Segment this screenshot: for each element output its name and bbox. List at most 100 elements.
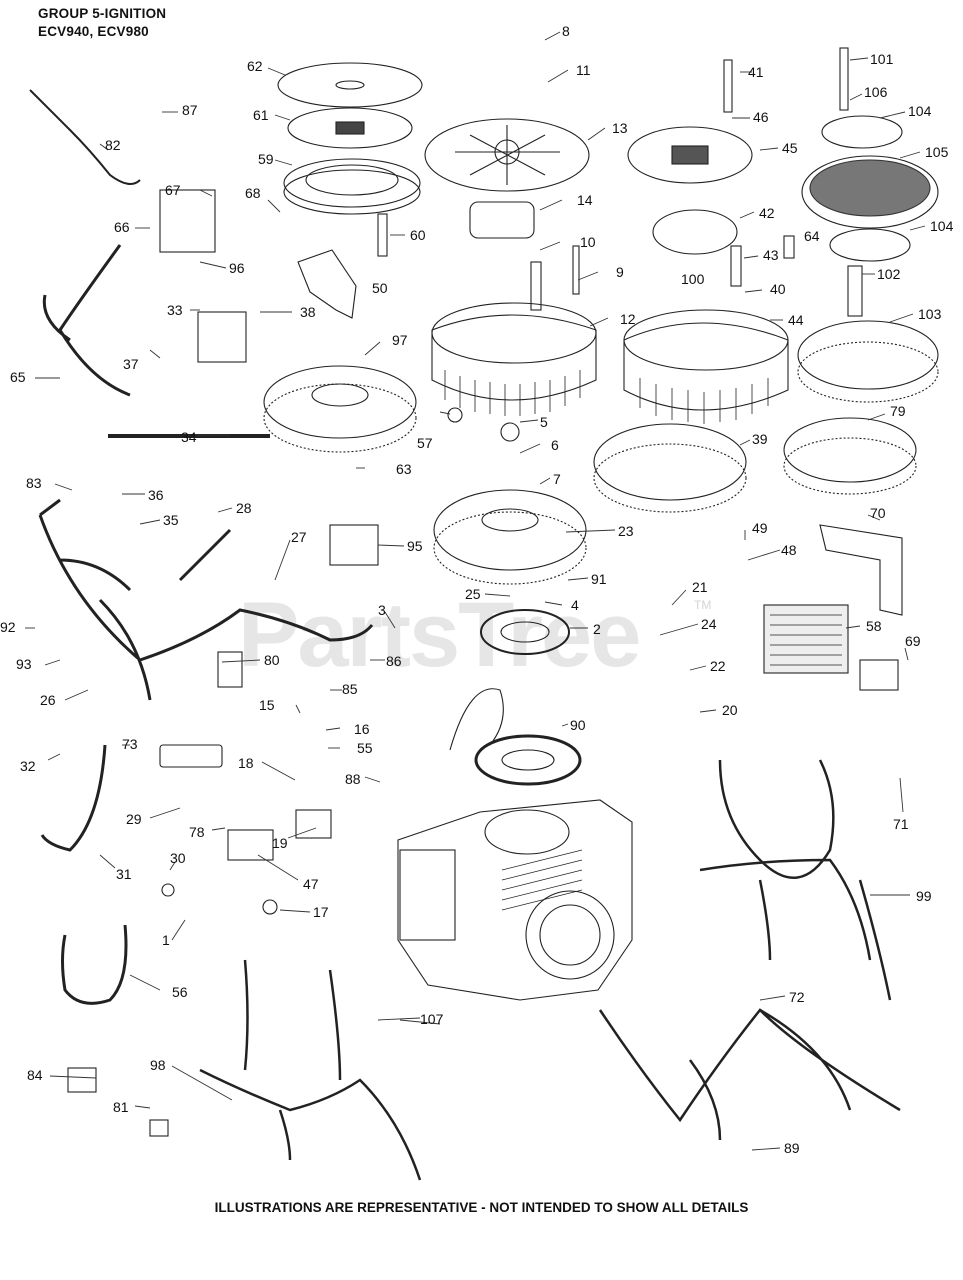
callout-62: 62 — [247, 58, 263, 74]
callout-73: 73 — [122, 736, 138, 752]
callout-10: 10 — [580, 234, 596, 250]
callout-82: 82 — [105, 137, 121, 153]
callout-99: 99 — [916, 888, 932, 904]
part-103-flywheel — [797, 320, 939, 390]
callout-103: 103 — [918, 306, 942, 322]
callout-6: 6 — [551, 437, 559, 453]
callout-96: 96 — [229, 260, 245, 276]
callout-69: 69 — [905, 633, 921, 649]
disclaimer-footer: ILLUSTRATIONS ARE REPRESENTATIVE - NOT I… — [214, 1200, 749, 1215]
callout-1: 1 — [162, 932, 170, 948]
callout-86: 86 — [386, 653, 402, 669]
callout-89: 89 — [784, 1140, 800, 1156]
callout-21: 21 — [692, 579, 708, 595]
callout-35: 35 — [163, 512, 179, 528]
callout-104-lower: 104 — [930, 218, 954, 234]
callout-50: 50 — [372, 280, 388, 296]
callout-107: 107 — [420, 1011, 444, 1027]
callout-106: 106 — [864, 84, 888, 100]
callout-43: 43 — [763, 247, 779, 263]
callout-40: 40 — [770, 281, 786, 297]
callout-17: 17 — [313, 904, 329, 920]
harness-98 — [199, 959, 422, 1181]
callout-87: 87 — [182, 102, 198, 118]
callout-22: 22 — [710, 658, 726, 674]
engine-crankcase — [397, 799, 633, 1001]
callout-90: 90 — [570, 717, 586, 733]
callout-95: 95 — [407, 538, 423, 554]
callout-9: 9 — [616, 264, 624, 280]
callout-3: 3 — [378, 602, 386, 618]
callout-84: 84 — [27, 1067, 43, 1083]
part-70-bracket — [819, 524, 903, 616]
callout-66: 66 — [114, 219, 130, 235]
callout-93: 93 — [16, 656, 32, 672]
callout-42: 42 — [759, 205, 775, 221]
callout-25: 25 — [465, 586, 481, 602]
callout-8: 8 — [562, 23, 570, 39]
callout-64: 64 — [804, 228, 820, 244]
callout-29: 29 — [126, 811, 142, 827]
callout-44: 44 — [788, 312, 804, 328]
callout-24: 24 — [701, 616, 717, 632]
harness-99 — [699, 759, 892, 1001]
callout-60: 60 — [410, 227, 426, 243]
part-58-regulator — [763, 604, 849, 674]
part-97-flywheel — [263, 365, 417, 439]
callout-85: 85 — [342, 681, 358, 697]
callout-31: 31 — [116, 866, 132, 882]
callout-15: 15 — [259, 697, 275, 713]
callout-19: 19 — [272, 835, 288, 851]
callout-70: 70 — [870, 505, 886, 521]
callout-30: 30 — [170, 850, 186, 866]
callout-78: 78 — [189, 824, 205, 840]
callout-83: 83 — [26, 475, 42, 491]
diagram-models: ECV940, ECV980 — [38, 24, 149, 39]
part-39-flywheel — [593, 423, 747, 501]
callout-71: 71 — [893, 816, 909, 832]
callout-39: 39 — [752, 431, 768, 447]
callout-97: 97 — [392, 332, 408, 348]
callout-81: 81 — [113, 1099, 129, 1115]
part-105-screen — [801, 155, 939, 229]
part-2-stator — [480, 609, 570, 655]
callout-105: 105 — [925, 144, 949, 160]
callout-57: 57 — [417, 435, 433, 451]
callout-27: 27 — [291, 529, 307, 545]
callout-11: 11 — [576, 62, 591, 78]
part-90-stator — [474, 734, 582, 786]
callout-101: 101 — [870, 51, 894, 67]
callout-80: 80 — [264, 652, 280, 668]
callout-91: 91 — [591, 571, 607, 587]
callout-63: 63 — [396, 461, 412, 477]
callout-59: 59 — [258, 151, 274, 167]
callout-38: 38 — [300, 304, 316, 320]
part-14-gasket — [469, 201, 535, 239]
callout-41: 41 — [748, 64, 764, 80]
callout-4: 4 — [571, 597, 579, 613]
callout-20: 20 — [722, 702, 738, 718]
diagram-title: GROUP 5-IGNITION — [38, 6, 167, 21]
part-66-module — [159, 189, 216, 253]
callout-13: 13 — [612, 120, 628, 136]
part-33-module — [197, 311, 247, 363]
part-50-bracket — [297, 249, 357, 319]
callout-47: 47 — [303, 876, 319, 892]
callout-48: 48 — [781, 542, 797, 558]
callout-65: 65 — [10, 369, 26, 385]
callout-26: 26 — [40, 692, 56, 708]
callout-28: 28 — [236, 500, 252, 516]
callout-49: 49 — [752, 520, 768, 536]
part-79-flywheel — [783, 417, 917, 483]
callout-34: 34 — [181, 429, 197, 445]
callout-102: 102 — [877, 266, 901, 282]
callout-23: 23 — [618, 523, 634, 539]
part-59-ring — [283, 158, 421, 208]
callout-72: 72 — [789, 989, 805, 1005]
callout-88: 88 — [345, 771, 361, 787]
callout-18: 18 — [238, 755, 254, 771]
part-12-fan — [431, 314, 597, 401]
callout-56: 56 — [172, 984, 188, 1000]
watermark: PartsTree — [238, 584, 641, 686]
